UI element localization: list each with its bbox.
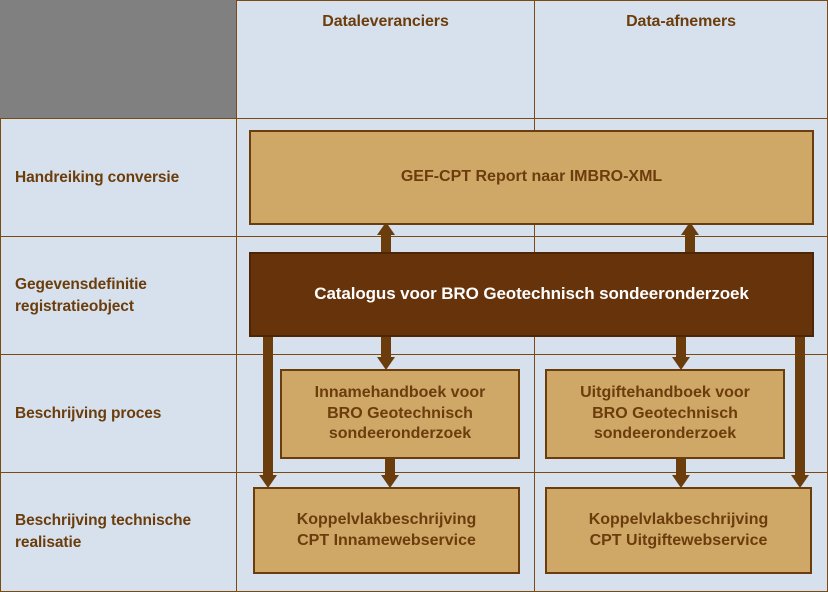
box-gef-cpt-report[interactable]: GEF-CPT Report naar IMBRO-XML [249,130,814,225]
box-koppelvlak-inname[interactable]: Koppelvlakbeschrijving CPT Innamewebserv… [253,487,520,574]
connector-catalogus-to-uitgiftehandboek [672,335,690,370]
arrow-shaft [676,335,686,359]
box-label-line-3: sondeeronderzoek [328,425,472,443]
arrow-shaft [263,335,273,477]
box-label: Catalogus voor BRO Geotechnisch sondeero… [314,284,749,304]
arrow-shaft [385,453,395,477]
row-label-text: Handreiking conversie [15,168,180,186]
row-label-text: Beschrijving technische realisatie [15,512,192,551]
connector-innamehandboek-to-koppelvlak-inname [381,453,399,488]
box-label-line-2: CPT Uitgiftewebservice [589,531,768,549]
column-header-label: Dataleveranciers [322,13,449,30]
row-label-beschrijving-technische-realisatie: Beschrijving technische realisatie [0,472,237,592]
box-label-line-1: Koppelvlakbeschrijving [588,510,769,528]
arrow-head-down-icon [381,475,399,488]
column-header-label: Data-afnemers [626,13,736,30]
box-label-line-2: CPT Innamewebservice [297,531,476,549]
arrow-head-up-icon [681,222,699,235]
row-label-beschrijving-proces: Beschrijving proces [0,354,237,473]
column-header-data-afnemers: Data-afnemers [534,0,828,119]
connector-catalogus-to-koppelvlak-inname [259,335,277,488]
box-label-line-1: Koppelvlakbeschrijving [296,510,477,528]
arrow-shaft [795,335,805,477]
arrow-head-down-icon [672,475,690,488]
column-header-dataleveranciers: Dataleveranciers [236,0,535,119]
arrow-head-down-icon [791,475,809,488]
box-koppelvlak-uitgifte[interactable]: Koppelvlakbeschrijving CPT Uitgiftewebse… [545,487,812,574]
arrow-shaft [676,453,686,477]
row-label-gegevensdefinitie-registratieobject: Gegevensdefinitie registratieobject [0,236,237,355]
box-label-line-3: sondeeronderzoek [593,425,737,443]
row-label-text: Gegevensdefinitie registratieobject [15,275,147,315]
connector-catalogus-to-koppelvlak-uitgifte [791,335,809,488]
box-label-line-2: BRO Geotechnisch [327,404,473,422]
row-label-handreiking-conversie: Handreiking conversie [0,118,237,237]
connector-uitgiftehandboek-to-koppelvlak-uitgifte [672,453,690,488]
arrow-shaft [685,233,695,256]
box-label-line-2: BRO Geotechnisch [592,404,738,422]
connector-catalogus-to-gefcpt-right [681,222,699,256]
box-label-line-1: Uitgiftehandboek voor [580,383,750,401]
connector-catalogus-to-gefcpt-left [377,222,395,256]
arrow-head-down-icon [377,357,395,370]
connector-catalogus-to-innamehandboek [377,335,395,370]
arrow-head-up-icon [377,222,395,235]
arrow-head-down-icon [259,475,277,488]
box-uitgiftehandboek[interactable]: Uitgiftehandboek voor BRO Geotechnisch s… [545,369,785,459]
corner-cell [0,0,237,119]
arrow-shaft [381,233,391,256]
box-label-line-1: Innamehandboek voor [314,383,486,401]
row-label-text: Beschrijving proces [15,404,162,422]
box-catalogus-bro[interactable]: Catalogus voor BRO Geotechnisch sondeero… [249,252,814,337]
box-innamehandboek[interactable]: Innamehandboek voor BRO Geotechnisch son… [280,369,520,459]
arrow-head-down-icon [672,357,690,370]
arrow-shaft [381,335,391,359]
box-label: GEF-CPT Report naar IMBRO-XML [400,168,663,186]
